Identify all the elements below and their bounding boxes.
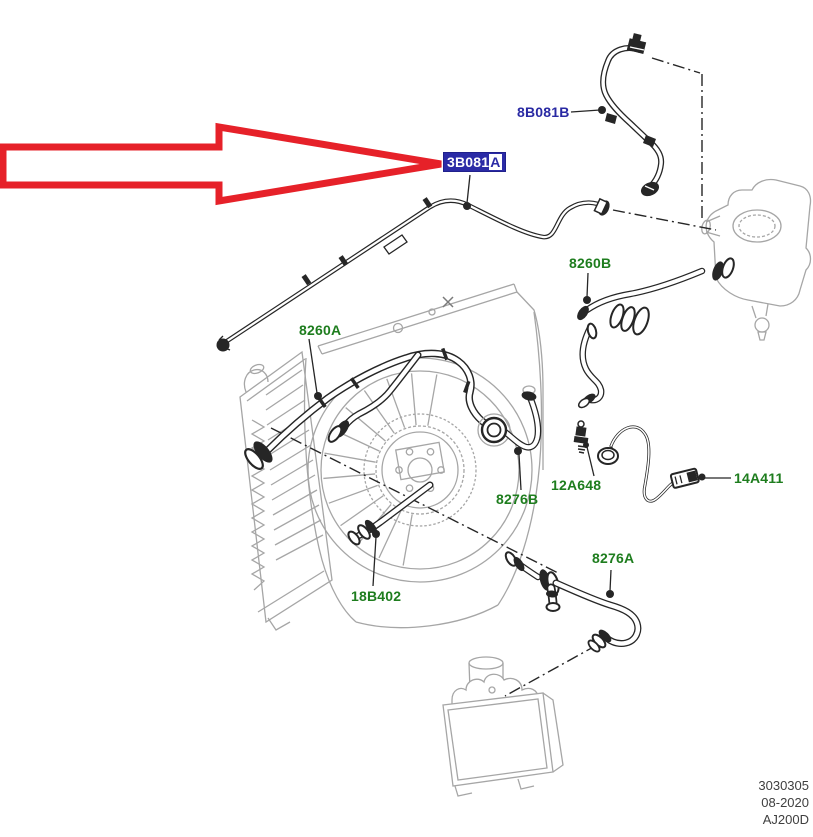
sensor-12a648-drawing bbox=[573, 420, 589, 454]
hose-8276b-drawing bbox=[477, 385, 542, 451]
expansion-tank-drawing bbox=[701, 178, 812, 341]
part-label-3b081a-cursor-char: A bbox=[489, 154, 502, 170]
capped-port-drawing bbox=[597, 443, 619, 465]
pointer-arrow-icon bbox=[0, 122, 442, 206]
pipe-3b081a-drawing bbox=[216, 197, 610, 352]
hose-8260b-drawing bbox=[577, 257, 735, 409]
leader-lines bbox=[308, 106, 731, 598]
hose-8276a-drawing bbox=[504, 551, 642, 653]
radiator-fan-assembly-drawing bbox=[239, 283, 544, 631]
hose-8260a-drawing bbox=[244, 347, 504, 470]
wire-14a411-drawing bbox=[609, 425, 678, 503]
part-label-18b402[interactable]: 18B402 bbox=[351, 588, 402, 604]
part-label-8260a[interactable]: 8260A bbox=[299, 322, 342, 338]
part-label-3b081a-selected-text: 3B081 bbox=[447, 154, 490, 170]
part-label-8260b[interactable]: 8260B bbox=[569, 255, 612, 271]
connector-14a411-drawing bbox=[669, 467, 700, 489]
drawing-number: 3030305 bbox=[758, 778, 809, 793]
drawing-reference-block: 3030305 08-2020 AJ200D bbox=[758, 777, 809, 828]
part-label-8276a[interactable]: 8276A bbox=[592, 550, 635, 566]
drawing-date: 08-2020 bbox=[761, 795, 809, 810]
engine-code: AJ200D bbox=[762, 812, 809, 827]
hose-8b081b-drawing bbox=[600, 33, 665, 197]
intercooler-drawing bbox=[442, 656, 564, 797]
part-label-14a411[interactable]: 14A411 bbox=[734, 470, 784, 486]
part-label-12a648[interactable]: 12A648 bbox=[551, 477, 602, 493]
alignment-dash-dot-lines bbox=[270, 57, 717, 697]
part-label-3b081a-highlighted[interactable]: 3B081A bbox=[443, 152, 506, 172]
part-label-8b081b[interactable]: 8B081B bbox=[517, 104, 570, 120]
part-label-8276b[interactable]: 8276B bbox=[496, 491, 539, 507]
